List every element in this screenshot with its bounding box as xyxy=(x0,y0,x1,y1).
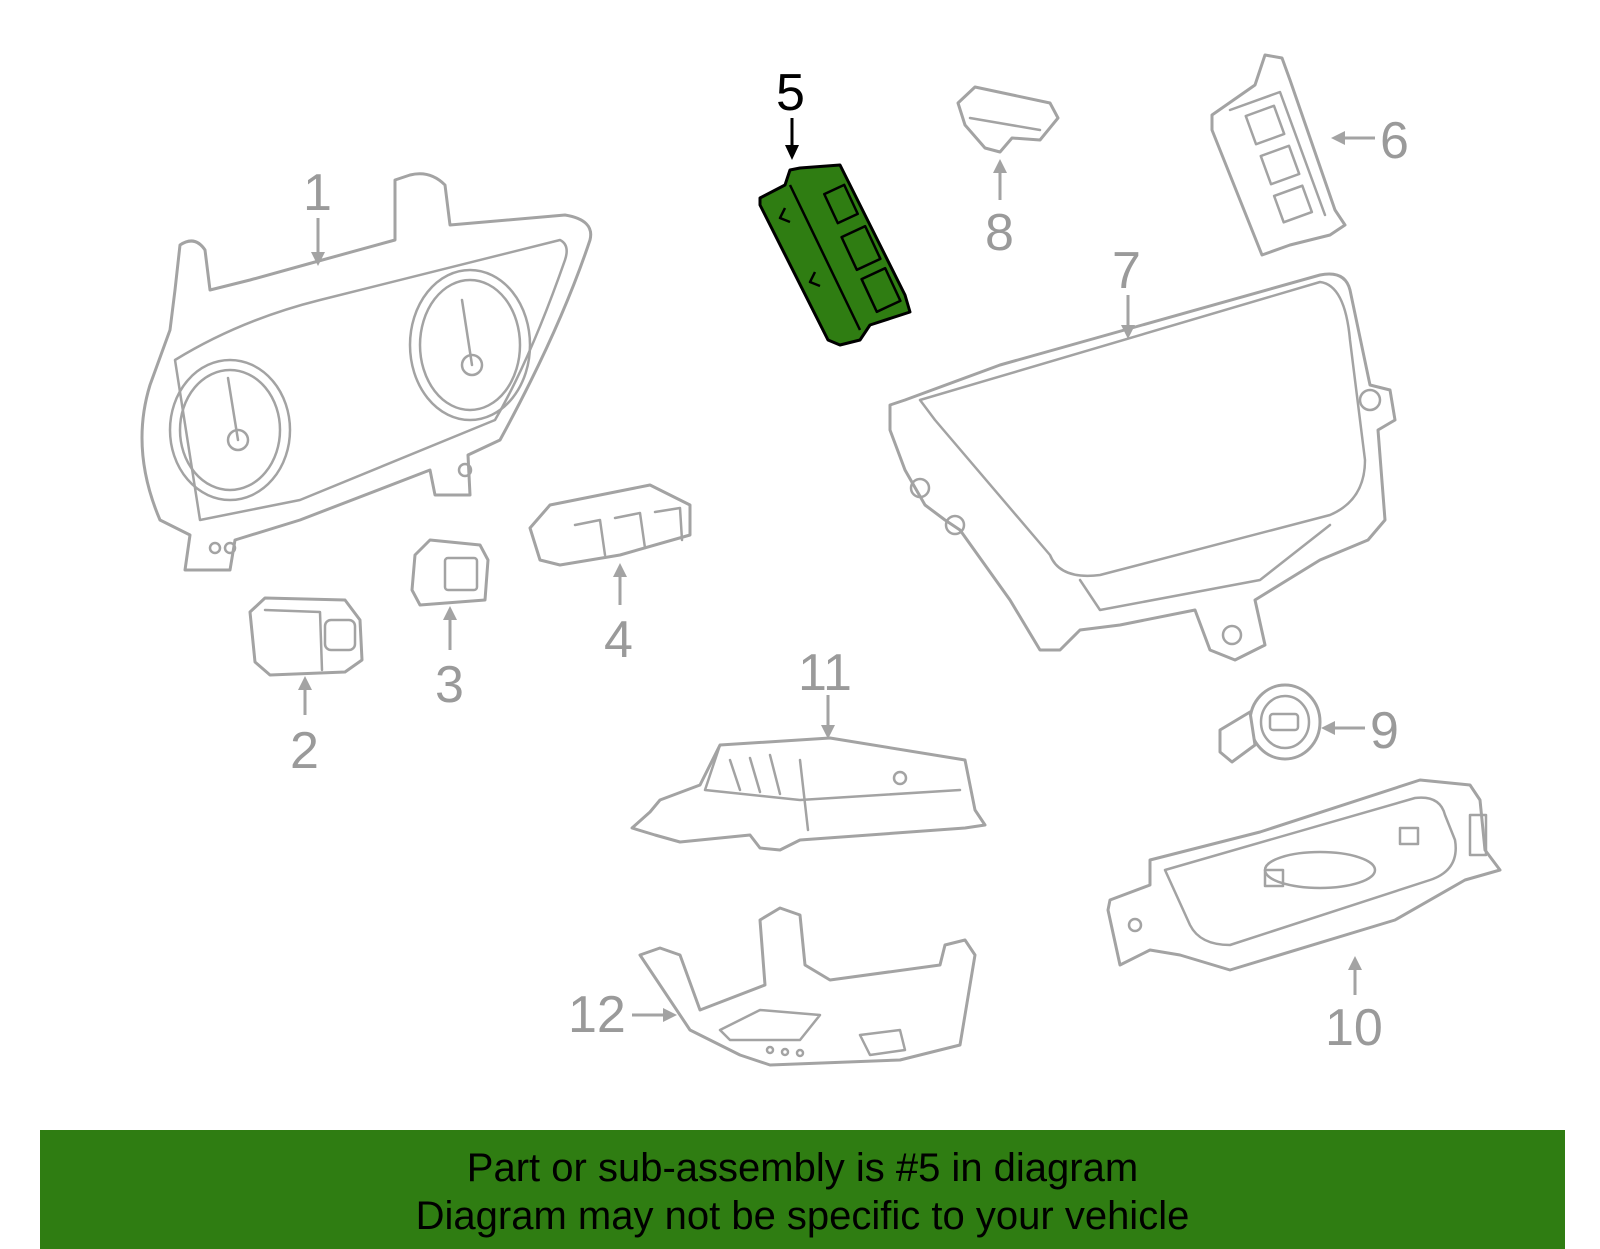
part-10-climate-panel[interactable] xyxy=(1106,778,1502,972)
part-2-switch[interactable] xyxy=(248,596,364,677)
part-1-instrument-cluster[interactable] xyxy=(140,172,593,572)
callout-3: 3 xyxy=(435,656,464,714)
callout-8: 8 xyxy=(985,204,1014,262)
part-12-bracket[interactable] xyxy=(638,906,977,1067)
callout-2: 2 xyxy=(290,722,319,780)
part-4-switch-bank[interactable] xyxy=(528,483,692,567)
part-7-display[interactable] xyxy=(888,272,1397,662)
callout-leaders xyxy=(298,118,1375,1022)
part-6-module[interactable] xyxy=(1210,53,1347,257)
callout-1: 1 xyxy=(303,164,332,222)
part-9-knob[interactable] xyxy=(1218,683,1322,764)
callout-11: 11 xyxy=(798,644,852,702)
part-3-switch[interactable] xyxy=(410,538,490,607)
part-5-control-module-highlighted[interactable] xyxy=(758,163,912,347)
footer-line-2: Diagram may not be specific to your vehi… xyxy=(415,1194,1190,1238)
callout-5: 5 xyxy=(776,64,805,122)
callout-7: 7 xyxy=(1112,242,1141,300)
part-8-clip[interactable] xyxy=(956,85,1060,154)
footer-line-1: Part or sub-assembly is #5 in diagram xyxy=(466,1146,1139,1190)
callout-10: 10 xyxy=(1325,999,1383,1057)
callout-9: 9 xyxy=(1370,702,1399,760)
part-11-receiver-module[interactable] xyxy=(630,736,987,852)
callout-6: 6 xyxy=(1380,112,1409,170)
callout-4: 4 xyxy=(604,611,633,669)
footer-banner: Part or sub-assembly is #5 in diagram Di… xyxy=(40,1130,1565,1249)
callout-12: 12 xyxy=(568,986,626,1044)
